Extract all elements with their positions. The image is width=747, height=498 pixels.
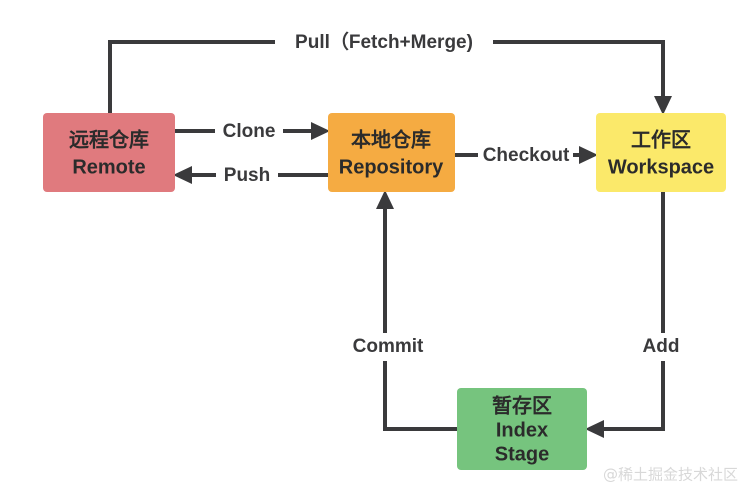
clone-arrowhead-icon	[311, 122, 330, 140]
local-repository-label-en: Repository	[339, 156, 444, 178]
commit-edge: Commit	[340, 190, 457, 431]
clone-edge: Clone	[175, 118, 330, 144]
add-edge-line	[597, 192, 665, 431]
commit-edge-label-bg	[340, 333, 435, 361]
workspace-box[interactable]	[596, 113, 726, 192]
remote-repository-label-cn: 远程仓库	[69, 127, 149, 151]
workspace-label-en: Workspace	[608, 156, 714, 178]
index-stage-node[interactable]: 暂存区 Index Stage	[457, 388, 587, 470]
commit-arrowhead-icon	[376, 190, 394, 209]
index-stage-label-en: Index	[496, 419, 548, 441]
push-edge: Push	[173, 162, 328, 188]
checkout-arrowhead-icon	[579, 146, 598, 164]
commit-edge-line	[383, 202, 457, 431]
index-stage-label-en2: Stage	[495, 443, 549, 465]
add-edge-label: Add	[643, 336, 680, 357]
local-repository-node[interactable]: 本地仓库 Repository	[328, 113, 455, 192]
push-edge-label: Push	[224, 165, 270, 186]
checkout-edge-label: Checkout	[483, 145, 570, 166]
watermark-text: @稀土掘金技术社区	[603, 466, 738, 484]
index-stage-box[interactable]	[457, 388, 587, 470]
pull-edge-label: Pull（Fetch+Merge)	[295, 30, 473, 53]
remote-repository-box[interactable]	[43, 113, 175, 192]
add-arrowhead-icon	[585, 420, 604, 438]
commit-edge-label: Commit	[353, 336, 424, 357]
checkout-edge: Checkout	[455, 142, 598, 168]
local-repository-box[interactable]	[328, 113, 455, 192]
pull-arrowhead-icon	[654, 96, 672, 115]
pull-edge: Pull（Fetch+Merge)	[108, 29, 672, 115]
clone-edge-label-bg	[215, 118, 283, 144]
push-arrowhead-icon	[173, 166, 192, 184]
local-repository-label-cn: 本地仓库	[351, 127, 431, 151]
remote-repository-node[interactable]: 远程仓库 Remote	[43, 113, 175, 192]
clone-edge-label: Clone	[223, 121, 276, 142]
workspace-label-cn: 工作区	[631, 127, 691, 151]
workspace-node[interactable]: 工作区 Workspace	[596, 113, 726, 192]
index-stage-label-cn: 暂存区	[492, 393, 552, 417]
pull-edge-label-bg	[275, 29, 493, 55]
remote-repository-label-en: Remote	[72, 156, 145, 178]
add-edge-label-bg	[629, 333, 697, 361]
push-edge-label-bg	[216, 162, 278, 188]
checkout-edge-label-bg	[478, 142, 573, 168]
add-edge: Add	[585, 192, 697, 438]
